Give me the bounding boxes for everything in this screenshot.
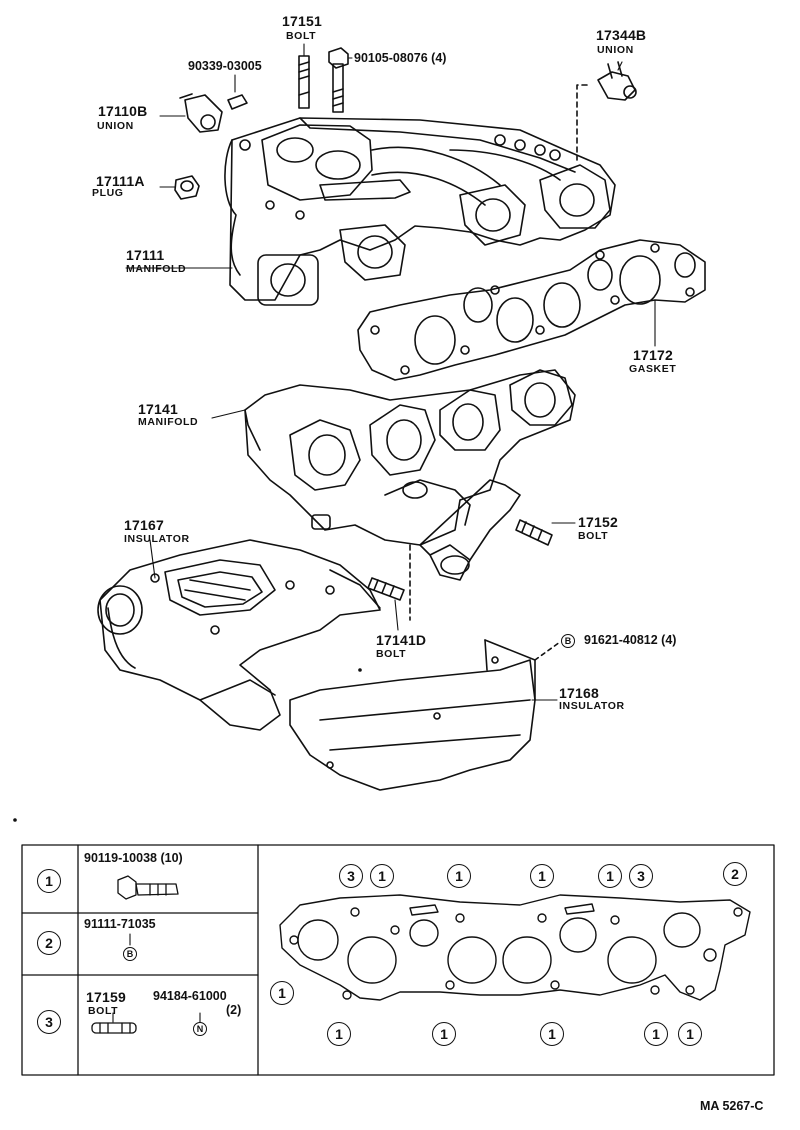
plug-17111A-drawing	[174, 175, 200, 200]
part-17141-desc: MANIFOLD	[138, 416, 199, 428]
part-90339-number: 90339-03005	[188, 59, 262, 73]
legend-part-94184: 94184-61000	[153, 989, 227, 1003]
gasket-marker-top-4: 1	[530, 864, 554, 888]
bolt-90105-drawing	[328, 47, 349, 113]
legend-stud-drawing	[91, 1022, 137, 1034]
stud-17151-drawing	[298, 55, 310, 109]
gasket-marker-top-2: 1	[370, 864, 394, 888]
intake-manifold-drawing	[224, 117, 616, 306]
gasket-17172-drawing	[357, 239, 706, 381]
legend-marker-2: 2	[37, 931, 61, 955]
stud-17152-drawing	[515, 519, 553, 546]
union-17344B-drawing	[597, 61, 637, 101]
part-17172-number: 17172	[633, 347, 673, 363]
insulator-17167-drawing	[97, 539, 381, 731]
plug-90339-drawing	[227, 94, 248, 110]
legend-part-91111: 91111-71035	[84, 917, 156, 931]
part-17151-desc: BOLT	[286, 30, 317, 42]
part-17111A-number: 17111A	[96, 173, 145, 189]
gasket-marker-bottom-4: 1	[644, 1022, 668, 1046]
leader-lines	[125, 43, 656, 701]
part-17168-number: 17168	[559, 685, 599, 701]
part-17141D-number: 17141D	[376, 632, 427, 648]
marker-b-circle: B	[561, 634, 575, 648]
part-17111-number: 17111	[126, 247, 165, 263]
part-17110B-number: 17110B	[98, 103, 148, 119]
gasket-marker-top-5: 1	[598, 864, 622, 888]
part-17111-desc: MANIFOLD	[126, 263, 187, 275]
gasket-marker-bottom-1: 1	[327, 1022, 351, 1046]
gasket-marker-left: 1	[270, 981, 294, 1005]
gasket-marker-bottom-2: 1	[432, 1022, 456, 1046]
legend-part-90119: 90119-10038 (10)	[84, 851, 183, 865]
gasket-marker-bottom-5: 1	[678, 1022, 702, 1046]
insulator-17168-drawing	[289, 639, 536, 791]
union-17110B-drawing	[179, 93, 223, 133]
legend-bolt-flange-drawing	[117, 875, 179, 900]
part-17141D-desc: BOLT	[376, 648, 407, 660]
part-17110B-desc: UNION	[97, 120, 134, 132]
legend-desc-17159: BOLT	[88, 1005, 119, 1017]
legend-table	[21, 844, 775, 1076]
stud-17141D-drawing	[367, 577, 405, 601]
part-17151-number: 17151	[282, 13, 322, 29]
part-17152-desc: BOLT	[578, 530, 609, 542]
legend-part-17159: 17159	[86, 989, 126, 1005]
legend-qty-94184: (2)	[226, 1003, 242, 1017]
part-90105-number: 90105-08076 (4)	[354, 51, 447, 65]
legend-marker-1: 1	[37, 869, 61, 893]
exhaust-manifold-drawing	[244, 369, 576, 581]
part-17172-desc: GASKET	[629, 363, 677, 375]
part-17168-desc: INSULATOR	[559, 700, 625, 712]
part-17152-number: 17152	[578, 514, 618, 530]
part-17111A-desc: PLUG	[92, 187, 124, 199]
legend-gasket-drawing	[279, 894, 751, 1001]
part-17344B-desc: UNION	[597, 44, 634, 56]
part-17167-number: 17167	[124, 517, 164, 533]
part-17167-desc: INSULATOR	[124, 533, 190, 545]
gasket-marker-top-7: 2	[723, 862, 747, 886]
legend-marker-3: 3	[37, 1010, 61, 1034]
diagram-code: MA 5267-C	[700, 1099, 764, 1113]
part-91621-number: 91621-40812 (4)	[584, 633, 677, 647]
part-17344B-number: 17344B	[596, 27, 647, 43]
gasket-marker-bottom-3: 1	[540, 1022, 564, 1046]
part-17141-number: 17141	[138, 401, 178, 417]
gasket-marker-top-3: 1	[447, 864, 471, 888]
legend-sub-marker-b: B	[123, 947, 137, 961]
gasket-marker-top-6: 3	[629, 864, 653, 888]
gasket-marker-top-1: 3	[339, 864, 363, 888]
legend-sub-marker-n: N	[193, 1022, 207, 1036]
